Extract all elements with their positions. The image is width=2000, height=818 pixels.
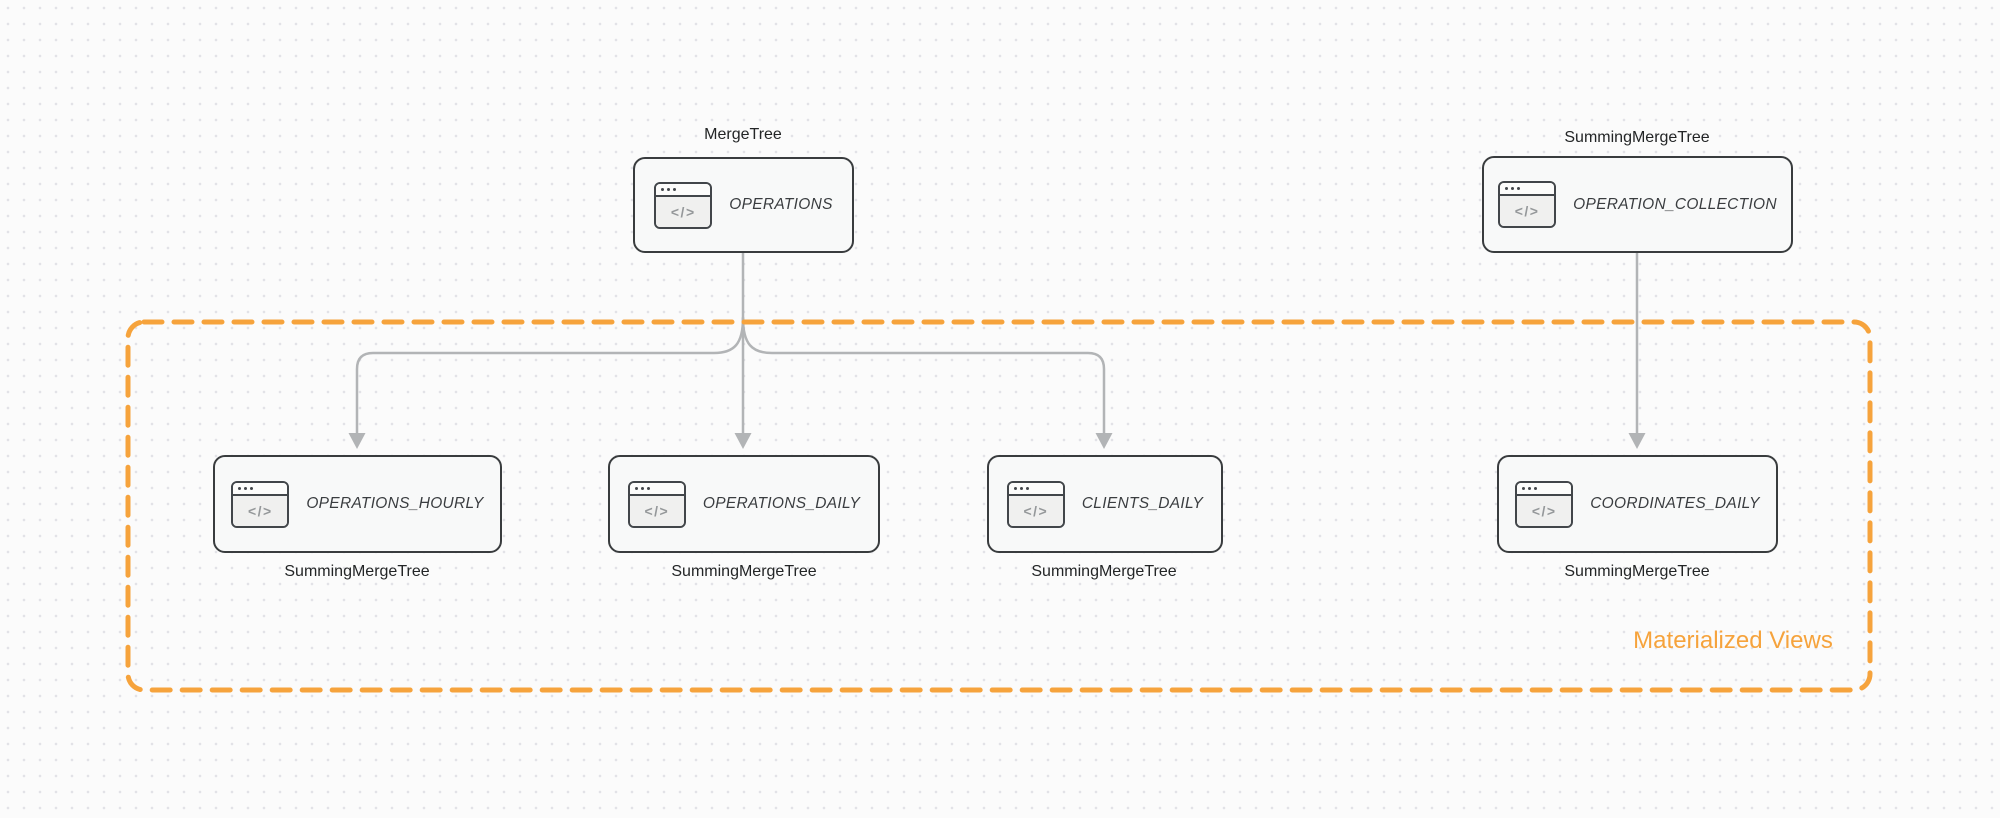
arrowhead-operations-daily [734, 433, 752, 449]
engine-type-label: SummingMergeTree [284, 563, 430, 580]
code-glyph: </> [1517, 495, 1572, 526]
code-window-icon: </> [231, 480, 290, 528]
code-window-icon: </> [627, 480, 686, 528]
table-name-label: OPERATION_COLLECTION [1573, 195, 1777, 213]
engine-type-label: SummingMergeTree [1564, 563, 1710, 580]
code-window-icon: </> [654, 181, 713, 229]
arrowhead-operations-hourly [348, 433, 366, 449]
materialized-views-label: Materialized Views [1633, 627, 1833, 654]
window-dots [233, 482, 288, 496]
table-name-label: OPERATIONS_HOURLY [306, 495, 484, 512]
window-dots [1500, 183, 1555, 196]
table-node-operations[interactable]: </> OPERATIONS [633, 157, 854, 253]
code-glyph: </> [1500, 196, 1555, 226]
code-window-icon: </> [1006, 480, 1065, 528]
code-glyph: </> [233, 495, 288, 526]
code-window-icon: </> [1498, 181, 1557, 228]
engine-type-label: MergeTree [704, 126, 782, 143]
table-node-operations-daily[interactable]: </> OPERATIONS_DAILY [608, 455, 880, 553]
edge-operations-to-clients-daily [741, 316, 1106, 435]
table-name-label: OPERATIONS_DAILY [702, 495, 861, 512]
table-node-coordinates-daily[interactable]: </> COORDINATES_DAILY [1497, 455, 1778, 553]
code-glyph: </> [629, 495, 684, 526]
table-node-operations-hourly[interactable]: </> OPERATIONS_HOURLY [213, 455, 502, 553]
window-dots [629, 482, 684, 496]
arrowhead-clients-daily [1095, 433, 1113, 449]
table-name-label: OPERATIONS [729, 196, 833, 213]
engine-type-label: SummingMergeTree [1564, 129, 1710, 146]
table-node-operation-collection[interactable]: </> OPERATION_COLLECTION [1482, 156, 1793, 253]
edge-operations-to-operations-hourly [355, 316, 745, 435]
code-glyph: </> [656, 196, 711, 227]
table-name-label: COORDINATES_DAILY [1590, 495, 1760, 512]
table-name-label: CLIENTS_DAILY [1081, 495, 1204, 512]
window-dots [1517, 482, 1572, 496]
table-node-clients-daily[interactable]: </> CLIENTS_DAILY [987, 455, 1223, 553]
code-window-icon: </> [1515, 480, 1574, 528]
arrowhead-coordinates-daily [1628, 433, 1646, 449]
window-dots [1008, 482, 1063, 496]
engine-type-label: SummingMergeTree [1031, 563, 1177, 580]
engine-type-label: SummingMergeTree [671, 563, 817, 580]
code-glyph: </> [1008, 495, 1063, 526]
window-dots [656, 183, 711, 197]
